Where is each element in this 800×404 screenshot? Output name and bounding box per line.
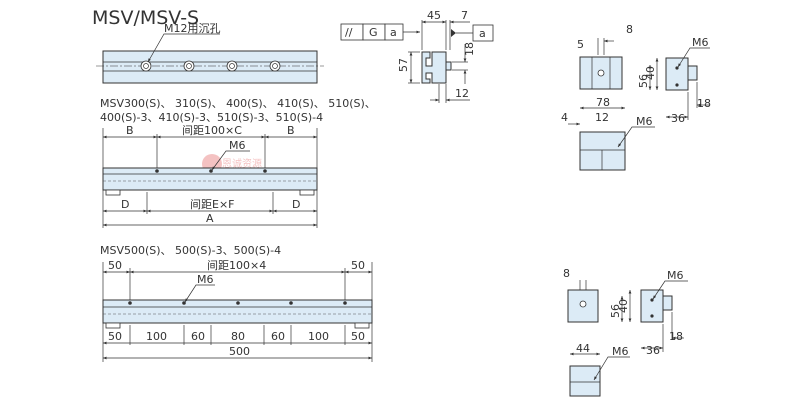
dim-top-50-right: 50 [351, 259, 365, 272]
dim-pitch-ef: 间距E×F [190, 198, 235, 211]
dim-8: 8 [626, 23, 633, 36]
dim-bottom: 100 [308, 330, 329, 343]
dim-7: 7 [461, 9, 468, 22]
dim-total-500: 500 [229, 345, 250, 358]
dim-12: 12 [455, 87, 469, 100]
hole-label: M12用沉孔 [164, 22, 221, 35]
dim-36: 36 [671, 112, 685, 125]
dim-bottom: 60 [191, 330, 205, 343]
flatness-value: G [369, 26, 378, 39]
dim-8: 8 [563, 267, 570, 280]
dim-bottom: 100 [146, 330, 167, 343]
dim-5: 5 [577, 38, 584, 51]
dim-bottom: 80 [231, 330, 245, 343]
datum-ref: a [479, 27, 486, 40]
dim-d-right: D [292, 198, 300, 211]
series2-rail-view: 50 间距100×4 50 M6 50 100 60 80 60 100 50 … [102, 259, 373, 362]
dim-4: 4 [561, 111, 568, 124]
dim-bottom: 50 [351, 330, 365, 343]
page-title: MSV/MSV-S [92, 7, 199, 29]
dim-12: 12 [595, 111, 609, 124]
end-view-b: 8 M6 40 56 18 36 44 M6 [563, 267, 688, 397]
watermark: 恩诚资源 [222, 157, 262, 170]
series2-models: MSV500(S)、 500(S)-3、500(S)-4 [100, 244, 281, 257]
series1-models-line1: MSV300(S)、 310(S)、 400(S)、 410(S)、 510(S… [100, 97, 376, 110]
dim-bottom: 50 [108, 330, 122, 343]
datum-label: a [390, 26, 397, 39]
dim-pitch-c: 间距100×C [182, 124, 242, 137]
tap-m6-2: M6 [636, 115, 653, 128]
series1-rail-view: B 间距100×C B 恩诚资源 M6 D 间距E×F D A [102, 124, 318, 228]
top-rail-view: M12用沉孔 [96, 22, 324, 84]
dim-top-50-left: 50 [108, 259, 122, 272]
dim-57: 57 [397, 58, 410, 72]
flatness-symbol: // [345, 26, 353, 39]
dim-18: 18 [669, 330, 683, 343]
dim-40: 40 [617, 299, 630, 313]
dim-45: 45 [427, 9, 441, 22]
tap-m6-2: M6 [612, 345, 629, 358]
dim-56: 56 [609, 304, 622, 318]
tap-label-m6: M6 [229, 139, 246, 152]
dim-bottom: 60 [271, 330, 285, 343]
dim-b-right: B [287, 124, 295, 137]
dim-a: A [206, 212, 214, 225]
profile-view: // G a 45 7 a 57 18 12 [340, 9, 494, 103]
dim-36: 36 [646, 344, 660, 357]
dim-18: 18 [463, 42, 476, 56]
dim-78: 78 [596, 96, 610, 109]
end-view-a: 8 5 M6 40 56 18 36 78 4 12 M6 [561, 23, 711, 171]
counterbore-holes [140, 60, 281, 72]
series1-models-line2: 400(S)-3、410(S)-3、510(S)-3、510(S)-4 [100, 111, 323, 124]
dim-top-pitch: 间距100×4 [207, 259, 266, 272]
dim-44: 44 [576, 342, 590, 355]
dim-18: 18 [697, 97, 711, 110]
tap-label-m6: M6 [197, 273, 214, 286]
dim-b-left: B [126, 124, 134, 137]
dim-40: 40 [644, 66, 657, 80]
tap-m6: M6 [667, 269, 684, 282]
dim-d-left: D [121, 198, 129, 211]
tap-m6: M6 [692, 36, 709, 49]
dim-56: 56 [637, 74, 650, 88]
